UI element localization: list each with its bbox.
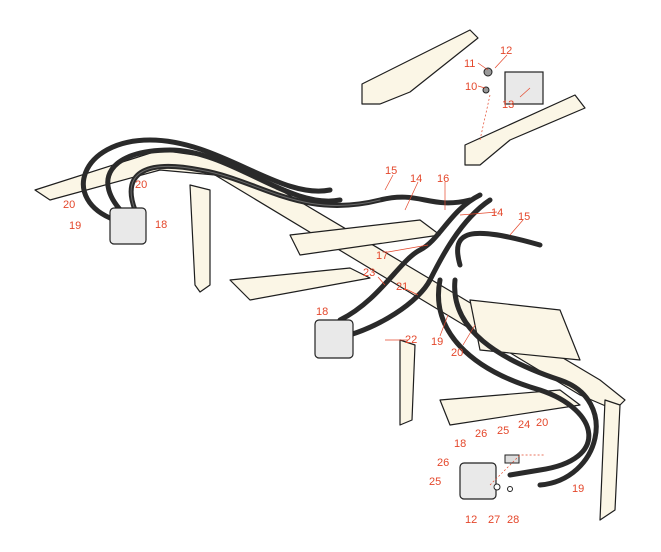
- callout-20: 20: [135, 179, 147, 191]
- hydraulic-motor-left: [109, 207, 147, 245]
- callout-11: 11: [464, 58, 475, 70]
- callout-20: 20: [451, 347, 463, 359]
- callout-24: 24: [518, 419, 530, 431]
- callout-21: 21: [396, 281, 408, 293]
- callout-13: 13: [502, 99, 514, 111]
- callout-16: 16: [437, 173, 449, 185]
- hydraulic-motor-lower: [459, 454, 520, 500]
- callout-12: 12: [465, 514, 477, 526]
- callout-26: 26: [437, 457, 449, 469]
- callout-28: 28: [507, 514, 519, 526]
- callout-12: 12: [500, 45, 512, 57]
- callout-22: 22: [405, 334, 417, 346]
- hydraulic-motor-center: [314, 319, 354, 359]
- callout-20: 20: [63, 199, 75, 211]
- callout-14: 14: [410, 173, 422, 185]
- callout-25: 25: [497, 425, 509, 437]
- callout-10: 10: [465, 81, 477, 93]
- callout-18: 18: [454, 438, 466, 450]
- callout-19: 19: [572, 483, 584, 495]
- callout-19: 19: [431, 336, 443, 348]
- upper-mounting-bracket: [361, 29, 586, 166]
- callout-labels: 11 12 10 13 15 14 16 14 15 20 20 19 18 1…: [63, 45, 584, 526]
- callout-15: 15: [518, 211, 530, 223]
- callout-23: 23: [363, 267, 375, 279]
- callout-19: 19: [69, 220, 81, 232]
- hydraulic-hoses: [81, 137, 599, 488]
- callout-25: 25: [429, 476, 441, 488]
- callout-27: 27: [488, 514, 500, 526]
- valve-fittings: [479, 67, 493, 141]
- callout-17: 17: [376, 250, 388, 262]
- leader-lines: [377, 54, 545, 486]
- callout-20: 20: [536, 417, 548, 429]
- callout-18: 18: [155, 219, 167, 231]
- callout-18: 18: [316, 306, 328, 318]
- callout-15: 15: [385, 165, 397, 177]
- callout-26: 26: [475, 428, 487, 440]
- callout-14: 14: [491, 207, 503, 219]
